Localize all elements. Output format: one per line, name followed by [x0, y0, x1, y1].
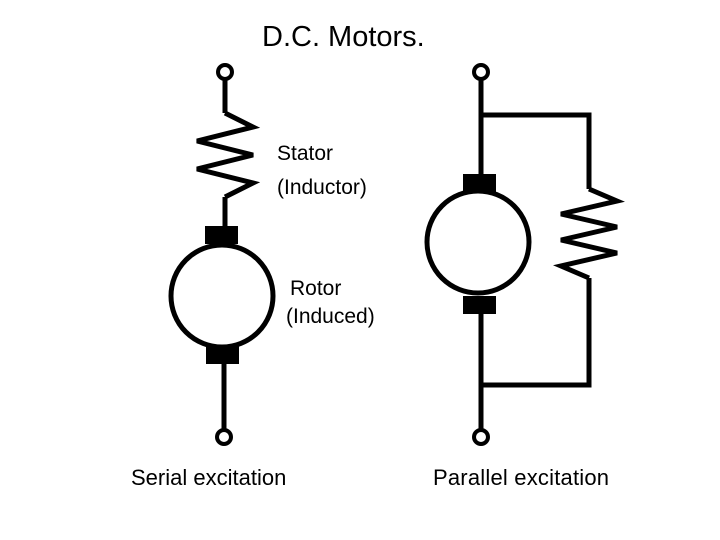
rotor-label: Rotor: [290, 277, 342, 300]
parallel-shunt-top-wire: [481, 112, 592, 189]
stator-label: Stator: [277, 142, 334, 165]
parallel-shunt-bottom-wire: [481, 278, 592, 388]
parallel-bottom-terminal: [472, 428, 490, 446]
serial-top-terminal: [216, 63, 234, 81]
serial-excitation-caption: Serial excitation: [131, 465, 287, 490]
parallel-top-terminal: [472, 63, 490, 81]
parallel-circuit: [424, 63, 626, 446]
serial-bottom-terminal: [215, 428, 233, 446]
parallel-bottom-brush: [463, 296, 496, 314]
shunt-resistor: [552, 186, 626, 281]
serial-rotor: [168, 242, 276, 350]
serial-bottom-brush: [206, 346, 239, 364]
stator-sublabel: (Inductor): [277, 176, 367, 199]
serial-circuit: [168, 63, 276, 446]
stator-resistor: [196, 110, 261, 200]
parallel-top-brush: [463, 174, 496, 192]
diagram-title: D.C. Motors.: [262, 21, 425, 53]
parallel-excitation-caption: Parallel excitation: [433, 465, 610, 490]
rotor-sublabel: (Induced): [286, 305, 375, 328]
parallel-rotor: [424, 188, 532, 296]
serial-top-brush: [205, 226, 238, 244]
